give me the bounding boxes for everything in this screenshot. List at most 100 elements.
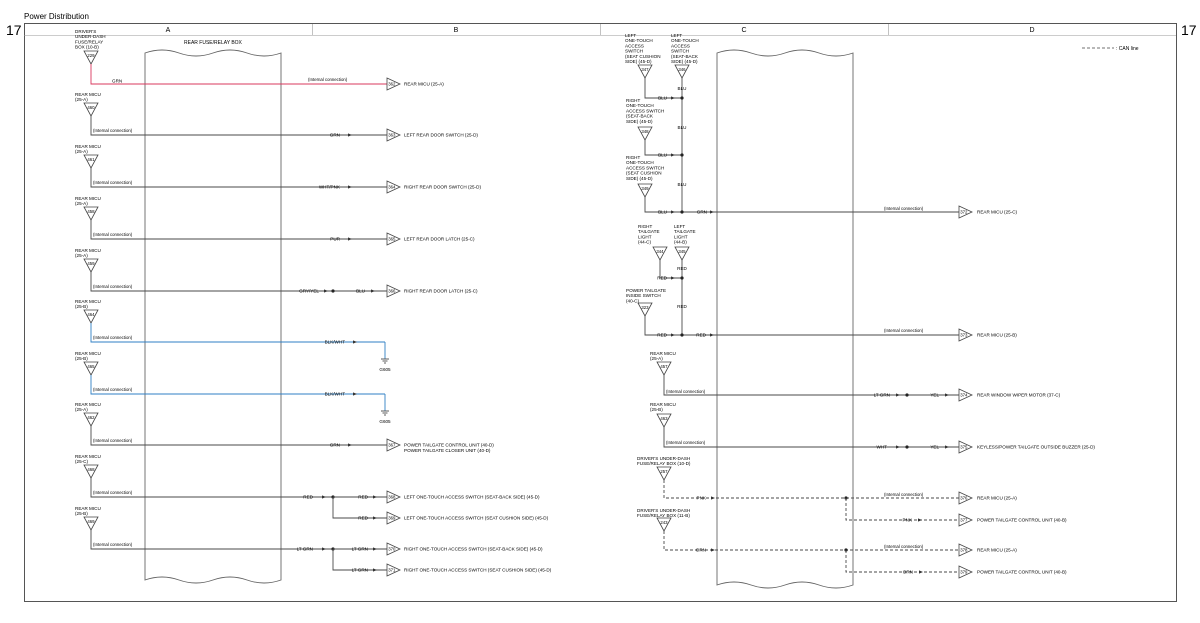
right-source-463-connector — [656, 413, 672, 428]
wire-color-label: BLU — [658, 96, 667, 101]
right-source-457-pin: 457 — [660, 364, 668, 369]
wire-arrow — [348, 237, 352, 241]
left-dest-367-label2: POWER TAILGATE CLOSER UNIT (40-D) — [404, 448, 491, 453]
left-source-8-connector — [83, 412, 99, 427]
wire-arrow — [945, 393, 949, 397]
wire-color-label: BLU — [678, 182, 687, 187]
wire-color-label: YEL — [930, 445, 939, 450]
right-dest-378-connector — [958, 543, 973, 557]
right-source-323-pin: 323 — [641, 305, 649, 310]
left-source-4-label-line: REAR MICU — [75, 196, 101, 201]
wire-color-label: LT GRN — [874, 393, 890, 398]
page-title: Power Distribution — [24, 12, 89, 21]
internal-connection-label: (Internal connection) — [93, 232, 133, 237]
left-dest-363-connector — [386, 128, 401, 142]
right-source-257-pin: 257 — [660, 469, 668, 474]
right-source-323-label-line: (40-C) — [626, 298, 639, 303]
wire-color-label: BLK/WHT — [325, 340, 346, 345]
left-dest-367-pin: 367 — [388, 443, 396, 448]
left-source-7-label-line: REAR MICU — [75, 351, 101, 356]
left-dest-369-pin: 369 — [388, 516, 396, 521]
left-source-8-label-line: (25-A) — [75, 407, 88, 412]
right-source-344-connector — [652, 246, 668, 261]
internal-connection-label: (Internal connection) — [93, 284, 133, 289]
internal-connection-label: (Internal connection) — [93, 335, 133, 340]
right-source-463-label-line: (25-B) — [650, 407, 663, 412]
right-dest-372-connector — [958, 205, 973, 219]
left-dest-369-label: LEFT ONE-TOUCH ACCESS SWITCH (SEAT CUSHI… — [404, 516, 549, 521]
left-dest-370-connector — [386, 542, 401, 556]
right-dest-377-label: POWER TAILGATE CONTROL UNIT (40-B) — [977, 518, 1067, 523]
right-source-349-label-line: (SEAT CUSHION — [626, 171, 662, 176]
left-dest-365-connector — [386, 232, 401, 246]
right-dest-378-pin: 378 — [960, 548, 968, 553]
right-dest-379-pin: 379 — [960, 570, 968, 575]
right-source-323-label-line: INSIDE SWITCH — [626, 293, 661, 298]
wire-color-label: BLK/WHT — [325, 392, 346, 397]
wire-color-label: WHT/PNK — [319, 185, 341, 190]
internal-connection-label: (Internal connection) — [308, 77, 348, 82]
right-dest-373-pin: 373 — [960, 333, 968, 338]
wire-arrow — [671, 153, 675, 157]
left-dest-367-connector — [386, 438, 401, 452]
left-source-1-label-line: DRIVER'S — [75, 29, 96, 34]
internal-connection-label: (Internal connection) — [884, 328, 924, 333]
left-source-4-pin: 458 — [87, 209, 95, 214]
left-source-7-pin: 465 — [87, 364, 95, 369]
right-dest-375-connector — [958, 440, 973, 454]
left-source-10-label-line: (25-B) — [75, 511, 88, 516]
left-dest-365-pin: 365 — [388, 237, 396, 242]
right-source-344-pin: 344 — [656, 249, 664, 254]
left-source-4-connector — [83, 206, 99, 221]
wire-arrow — [919, 570, 923, 574]
wire-red-373 — [644, 316, 959, 336]
wire-color-label: RED — [358, 495, 368, 500]
right-source-347-label-line: SIDE) (45-D) — [625, 59, 652, 64]
wire-arrow — [671, 333, 675, 337]
right-source-347-label-line: LEFT — [625, 33, 636, 38]
left-dest-368-label: LEFT ONE-TOUCH ACCESS SWITCH (SEAT-BACK … — [404, 495, 540, 500]
left-source-7-label-line: (25-B) — [75, 356, 88, 361]
right-source-347-label-line: (SEAT CUSHION — [625, 54, 661, 59]
left-dest-368-connector — [386, 490, 401, 504]
left-source-2-label-line: REAR MICU — [75, 92, 101, 97]
wire-blu-347 — [644, 78, 682, 99]
wire-arrow — [353, 392, 357, 396]
right-source-243-label-line: FUSE/RELAY BOX (11-B) — [637, 513, 690, 518]
left-dest-370-label: RIGHT ONE-TOUCH ACCESS SWITCH (SEAT-BACK… — [404, 547, 543, 552]
right-source-349-label-line: SIDE) (45-D) — [626, 176, 653, 181]
right-source-347-label-line: ONE-TOUCH — [625, 38, 653, 43]
left-dest-366-pin: 366 — [388, 289, 396, 294]
split-wire-lower — [332, 497, 387, 519]
left-dest-368-pin: 368 — [388, 495, 396, 500]
left-wire-row-3 — [90, 168, 387, 188]
wire-grn-372 — [644, 197, 959, 213]
right-dest-376-connector — [958, 491, 973, 505]
can-wire-pnk-376 — [663, 480, 959, 499]
can-legend-label: : CAN line — [1116, 46, 1139, 52]
wire-color-label: RED — [358, 516, 368, 521]
internal-connection-label: (Internal connection) — [666, 389, 706, 394]
right-source-346-label-line: SIDE) (45-D) — [671, 59, 698, 64]
right-dest-372-pin: 372 — [960, 210, 968, 215]
wire-color-label: WHT — [877, 445, 888, 450]
left-source-5-label-line: REAR MICU — [75, 248, 101, 253]
rear-fuse-relay-box-title: REAR FUSE/RELAY BOX — [184, 40, 243, 46]
page-number-left: 17 — [6, 22, 22, 38]
left-source-2-connector — [83, 102, 99, 117]
internal-connection-label: (Internal connection) — [93, 438, 133, 443]
splice-dot — [331, 289, 335, 293]
left-wire-row-9 — [90, 478, 333, 498]
right-source-243-label-line: DRIVER'S UNDER-DASH — [637, 508, 690, 513]
left-dest-367-label: POWER TAILGATE CONTROL UNIT (40-D) — [404, 443, 494, 448]
left-source-5-label-line: (25-A) — [75, 253, 88, 258]
wire-color-label: BLU — [678, 125, 687, 130]
internal-connection-label: (Internal connection) — [666, 440, 706, 445]
right-source-348-label-line: ACCESS SWITCH — [626, 108, 664, 113]
wire-arrow — [710, 210, 714, 214]
left-source-6-pin: 464 — [87, 312, 95, 317]
right-source-348-label-line: SIDE) (45-D) — [626, 119, 653, 124]
right-source-243-connector — [656, 517, 672, 532]
wire-arrow — [322, 547, 326, 551]
